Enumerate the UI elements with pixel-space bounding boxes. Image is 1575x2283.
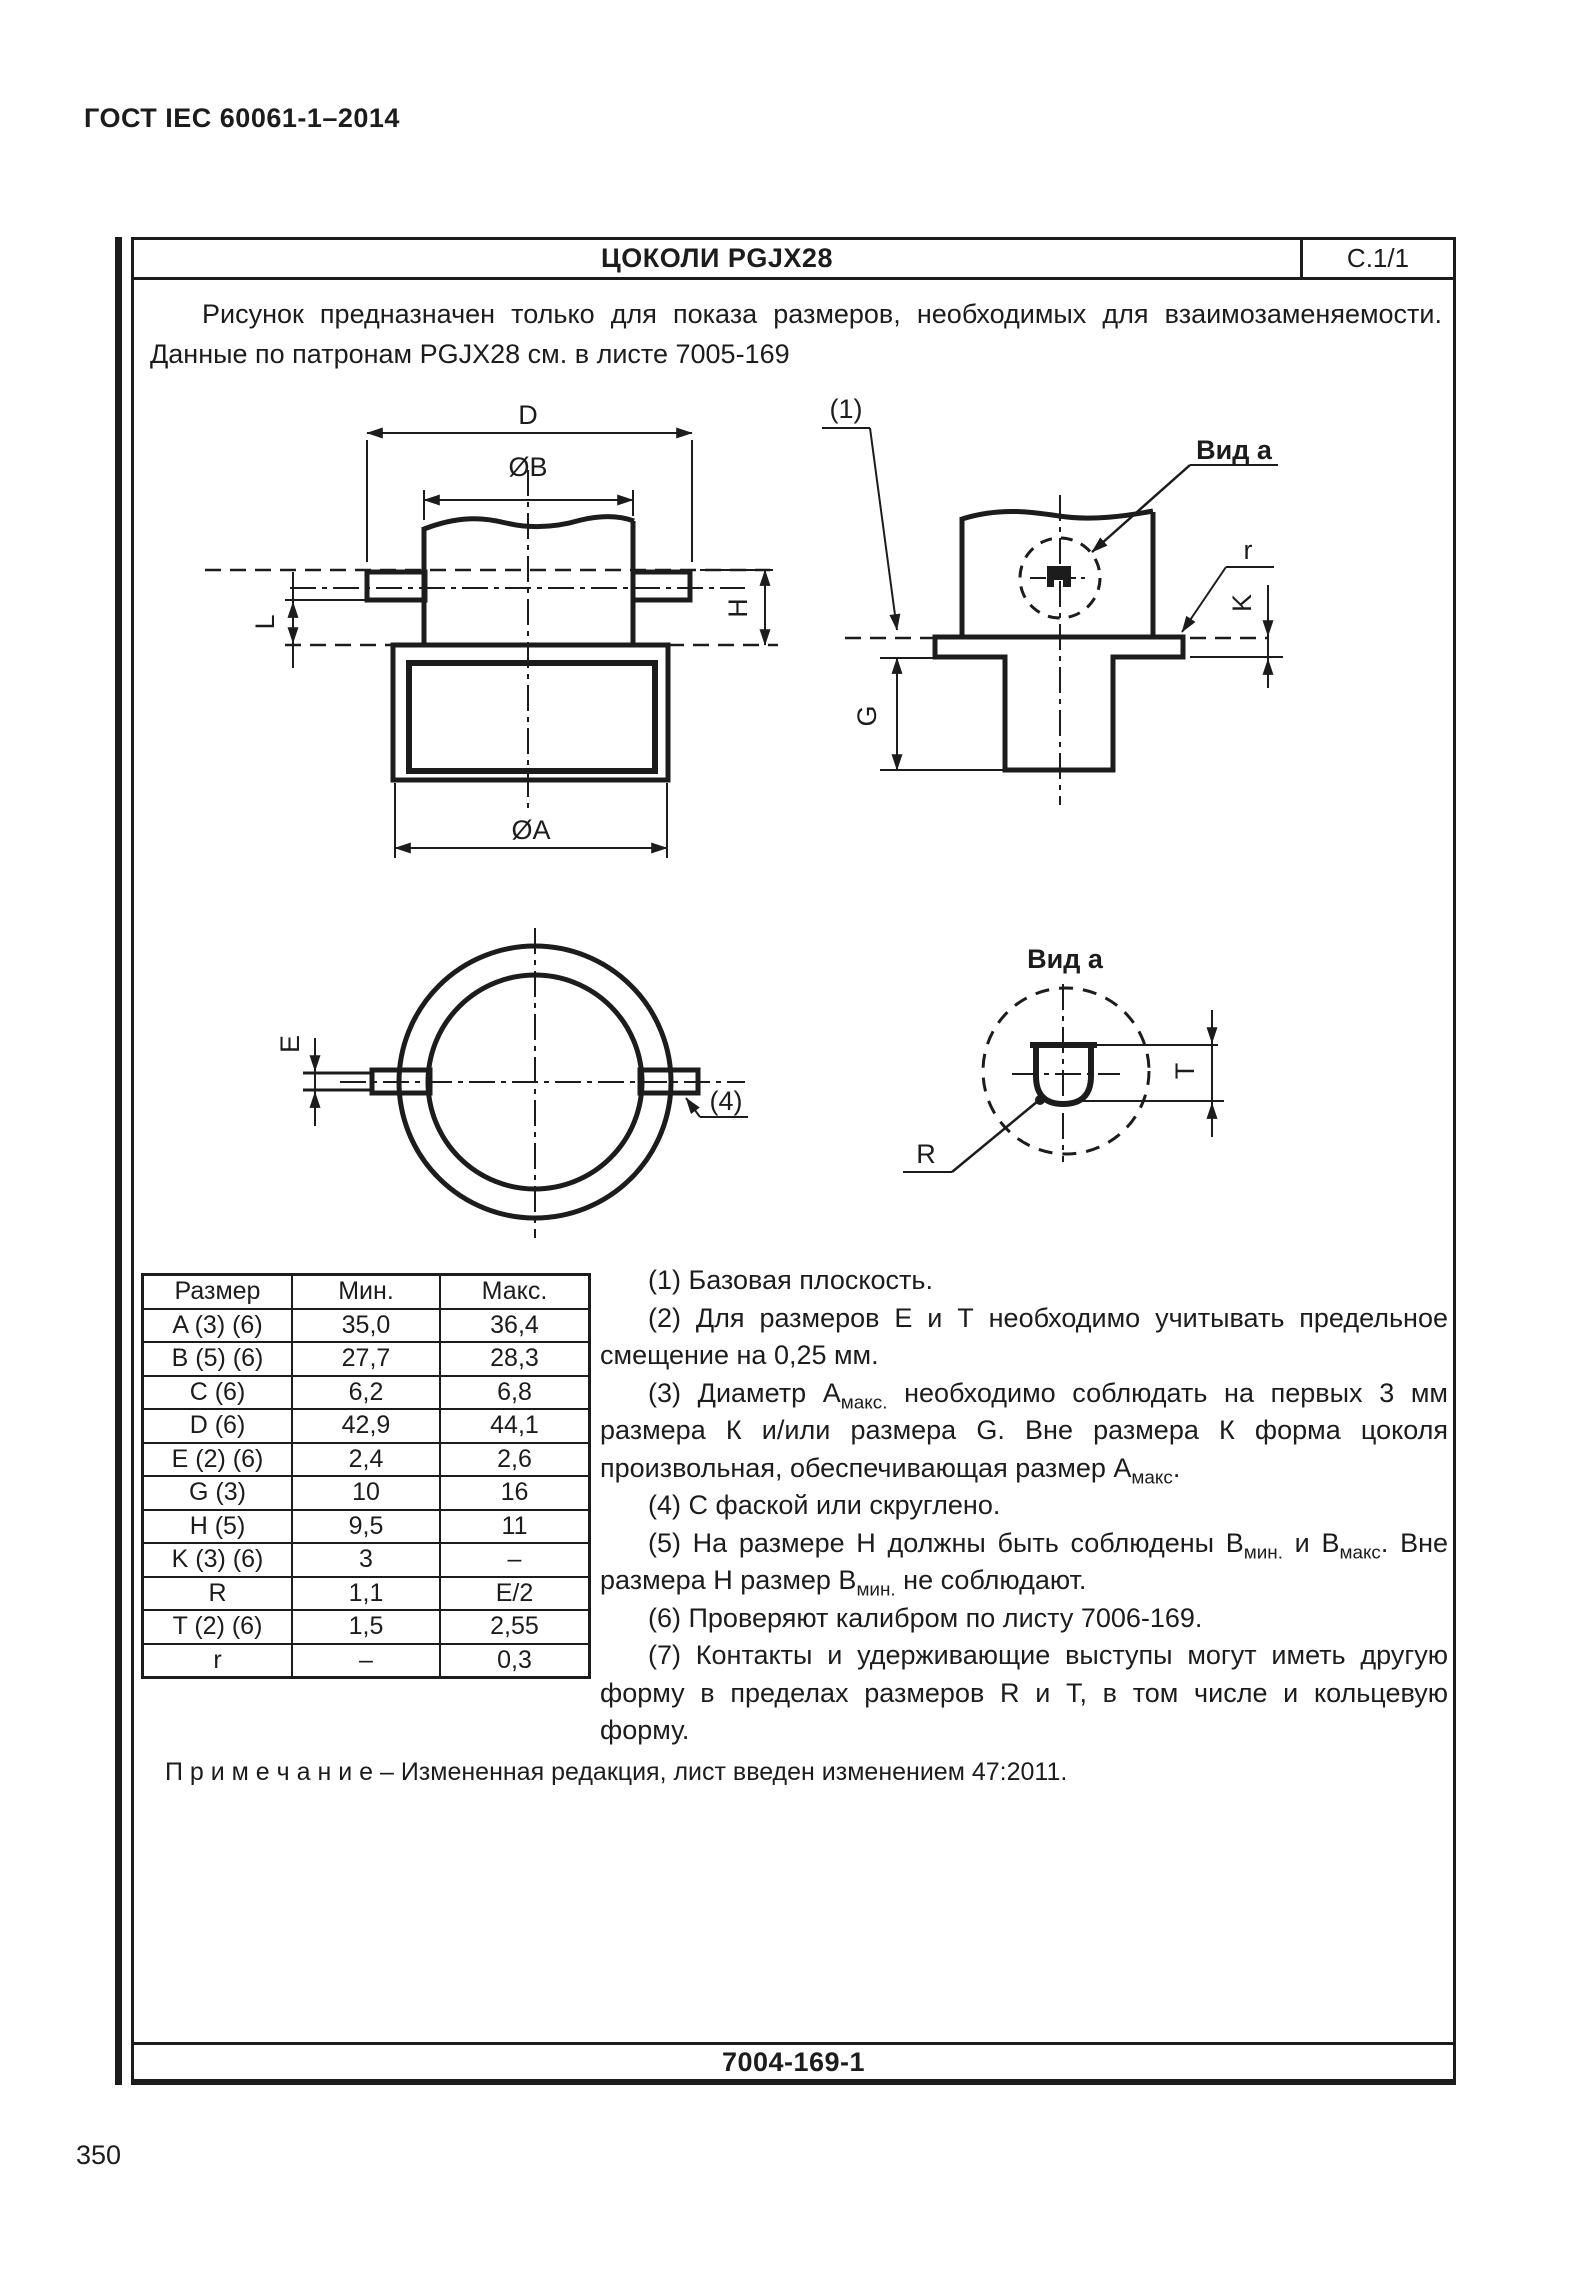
sheet-frame: ЦОКОЛИ PGJX28 С.1/1 7004-169-1: [131, 237, 1456, 2085]
note-1: (1) Базовая плоскость.: [600, 1262, 1448, 1300]
cell-max: 0,3: [439, 1642, 591, 1679]
note-2: (2) Для размеров Е и Т необходимо учитыв…: [600, 1300, 1448, 1375]
cell-size: T (2) (6): [141, 1609, 293, 1645]
subscript: мин.: [856, 1579, 896, 1601]
intro-line-2: Данные по патронам PGJX28 см. в листе 70…: [150, 339, 790, 369]
intro-line-1: Рисунок предназначен только для показа р…: [202, 299, 1442, 329]
note-text: (5) На размере Н должны быть соблюдены В: [648, 1527, 1244, 1558]
table-row: C (6) 6,2 6,8: [141, 1374, 591, 1410]
cell-min: 9,5: [291, 1508, 441, 1544]
cell-size: G (3): [141, 1475, 293, 1511]
cell-max: 44,1: [439, 1408, 591, 1444]
cell-min: 27,7: [291, 1341, 441, 1377]
table-row: A (3) (6) 35,0 36,4: [141, 1307, 591, 1343]
cell-min: 1,1: [291, 1575, 441, 1611]
cell-max: E/2: [439, 1575, 591, 1611]
cell-min: 42,9: [291, 1408, 441, 1444]
cell-min: 3: [291, 1542, 441, 1578]
note-text: .: [1172, 1452, 1181, 1483]
cell-min: 1,5: [291, 1609, 441, 1645]
cell-max: 36,4: [439, 1307, 591, 1343]
table-row: T (2) (6) 1,5 2,55: [141, 1609, 591, 1645]
table-row: D (6) 42,9 44,1: [141, 1408, 591, 1444]
cell-size: A (3) (6): [141, 1307, 293, 1343]
cell-max: 28,3: [439, 1341, 591, 1377]
cell-size: D (6): [141, 1408, 293, 1444]
cell-size: r: [141, 1642, 293, 1679]
cell-size: H (5): [141, 1508, 293, 1544]
cell-max: 2,55: [439, 1609, 591, 1645]
col-header-max: Макс.: [439, 1273, 591, 1310]
cell-size: E (2) (6): [141, 1441, 293, 1477]
cell-max: 6,8: [439, 1374, 591, 1410]
sheet-ref: С.1/1: [1346, 243, 1410, 273]
page-number: 350: [76, 2140, 122, 2170]
subscript: макс: [1131, 1466, 1173, 1488]
note-6: (6) Проверяют калибром по листу 7006-169…: [600, 1600, 1448, 1638]
col-header-size: Размер: [141, 1273, 293, 1310]
notes-block: (1) Базовая плоскость. (2) Для размеров …: [600, 1262, 1448, 1750]
table-row: R 1,1 E/2: [141, 1575, 591, 1611]
dimensions-table: Размер Мин. Макс. A (3) (6) 35,0 36,4 B …: [141, 1273, 591, 1679]
table-row: B (5) (6) 27,7 28,3: [141, 1341, 591, 1377]
cell-size: C (6): [141, 1374, 293, 1410]
cell-max: 16: [439, 1475, 591, 1511]
cell-max: 11: [439, 1508, 591, 1544]
subscript: макс: [1339, 1541, 1381, 1563]
note-text: и В: [1282, 1527, 1340, 1558]
table-row: G (3) 10 16: [141, 1475, 591, 1511]
cell-min: –: [291, 1642, 441, 1679]
cell-min: 10: [291, 1475, 441, 1511]
note-text: (1) Базовая плоскость.: [648, 1265, 933, 1295]
sheet-footer: 7004-169-1: [134, 2042, 1453, 2079]
cell-size: K (3) (6): [141, 1542, 293, 1578]
note-text: (6) Проверяют калибром по листу 7006-169…: [648, 1602, 1203, 1633]
note-text: (7) Контакты и удерживающие выступы могу…: [600, 1640, 1448, 1745]
doc-header: ГОСТ IEC 60061-1–2014: [84, 103, 400, 133]
table-row: r – 0,3: [141, 1642, 591, 1679]
subscript: макс.: [840, 1391, 888, 1413]
cell-size: R: [141, 1575, 293, 1611]
intro-paragraph: Рисунок предназначен только для показа р…: [150, 294, 1442, 374]
note-text: . Вне размера Н размер В: [600, 1527, 1448, 1596]
sheet-title-bar: ЦОКОЛИ PGJX28 С.1/1: [134, 240, 1453, 280]
note-text: (4) С фаской или скруглено.: [648, 1490, 1001, 1520]
cell-max: 2,6: [439, 1441, 591, 1477]
note-text: (3) Диаметр А: [648, 1377, 841, 1408]
table-header-row: Размер Мин. Макс.: [141, 1273, 591, 1310]
note-4: (4) С фаской или скруглено.: [600, 1487, 1448, 1525]
note-text: необходимо соблюдать на первых 3 мм разм…: [600, 1377, 1448, 1483]
cell-max: –: [439, 1542, 591, 1578]
note-5: (5) На размере Н должны быть соблюдены В…: [600, 1525, 1448, 1600]
note-3: (3) Диаметр Амакс. необходимо соблюдать …: [600, 1375, 1448, 1488]
table-row: E (2) (6) 2,4 2,6: [141, 1441, 591, 1477]
bottom-remark: П р и м е ч а н и е – Измененная редакци…: [165, 1758, 1068, 1786]
note-7: (7) Контакты и удерживающие выступы могу…: [600, 1637, 1448, 1750]
col-header-min: Мин.: [291, 1273, 441, 1310]
table-row: K (3) (6) 3 –: [141, 1542, 591, 1578]
note-text: (2) Для размеров Е и Т необходимо учитыв…: [600, 1302, 1448, 1371]
cell-min: 2,4: [291, 1441, 441, 1477]
table-row: H (5) 9,5 11: [141, 1508, 591, 1544]
cell-size: B (5) (6): [141, 1341, 293, 1377]
note-text: не соблюдают.: [895, 1565, 1087, 1595]
cell-min: 6,2: [291, 1374, 441, 1410]
subscript: мин.: [1243, 1541, 1283, 1563]
frame-accent-bar: [115, 237, 122, 2085]
cell-min: 35,0: [291, 1307, 441, 1343]
sheet-title: ЦОКОЛИ PGJX28: [134, 240, 1303, 277]
